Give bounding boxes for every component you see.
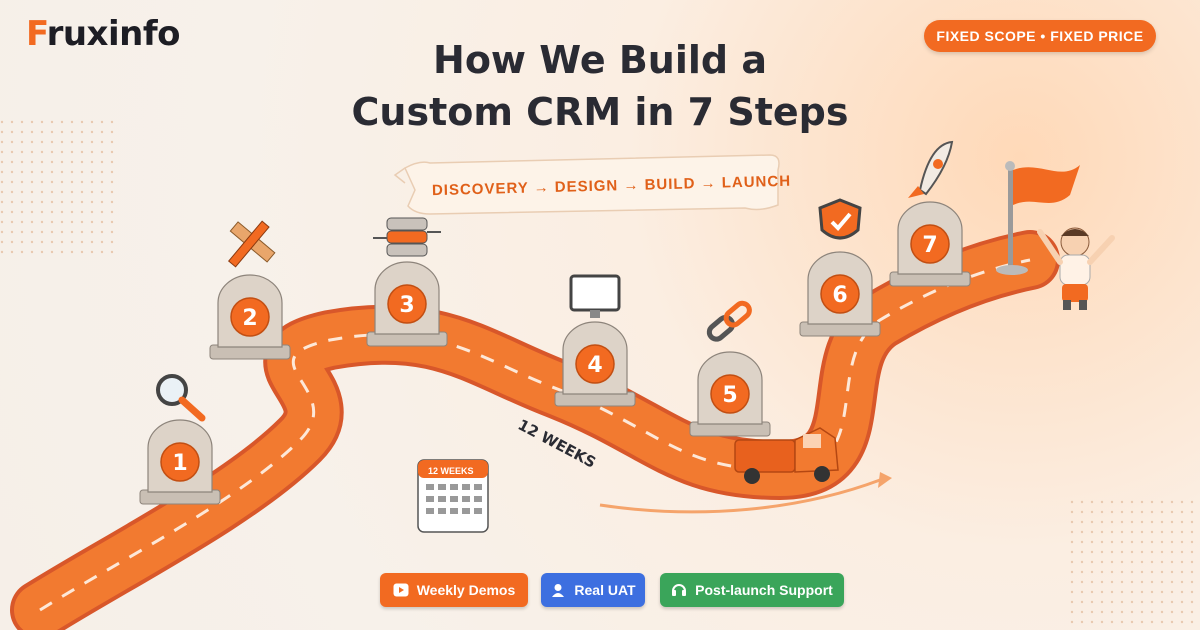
step-7: 7 bbox=[889, 140, 971, 287]
post-launch-support-label: Post-launch Support bbox=[695, 582, 833, 598]
step-5: 5 bbox=[689, 300, 771, 437]
weekly-demos-pill: Weekly Demos bbox=[380, 573, 528, 607]
step-number: 2 bbox=[242, 306, 257, 331]
step-number: 4 bbox=[587, 353, 602, 378]
step-2: 2 bbox=[209, 220, 291, 360]
database-icon bbox=[373, 217, 441, 257]
magnifier-icon bbox=[156, 374, 206, 422]
weekly-demos-label: Weekly Demos bbox=[416, 582, 516, 598]
step-number: 5 bbox=[722, 383, 737, 408]
real-uat-pill: Real UAT bbox=[541, 573, 645, 607]
monitor-icon bbox=[569, 274, 621, 318]
steps-layer: 1 2 3 4 5 6 7 bbox=[139, 140, 971, 505]
step-number: 7 bbox=[922, 233, 937, 258]
celebrating-person bbox=[1037, 227, 1115, 310]
title-line-1: How We Build a bbox=[433, 38, 767, 82]
dot-pattern-left bbox=[0, 120, 120, 260]
real-uat-label: Real UAT bbox=[574, 582, 636, 598]
road bbox=[10, 230, 1060, 630]
truck-icon bbox=[734, 427, 839, 484]
play-icon bbox=[393, 582, 409, 598]
step-6: 6 bbox=[799, 198, 881, 337]
step-number: 3 bbox=[399, 293, 414, 318]
post-launch-support-pill: Post-launch Support bbox=[660, 573, 844, 607]
finish-flag-icon bbox=[996, 161, 1080, 275]
shield-check-icon bbox=[818, 198, 862, 240]
progress-arrow bbox=[599, 478, 881, 514]
step-1: 1 bbox=[139, 374, 221, 505]
page-title: How We Build a Custom CRM in 7 Steps bbox=[300, 34, 900, 138]
step-number: 6 bbox=[832, 283, 847, 308]
progress-arrow-head bbox=[878, 472, 892, 488]
calendar-label: 12 WEEKS bbox=[428, 466, 474, 476]
fixed-scope-badge: FIXED SCOPE • FIXED PRICE bbox=[924, 20, 1156, 52]
rocket-icon bbox=[908, 140, 954, 198]
step-number: 1 bbox=[172, 451, 187, 476]
title-line-2: Custom CRM in 7 Steps bbox=[351, 90, 849, 134]
pencil-ruler-icon bbox=[227, 220, 276, 268]
calendar-icon: 12 WEEKS bbox=[417, 459, 489, 533]
dot-pattern-right bbox=[1070, 500, 1200, 630]
headset-icon bbox=[671, 582, 687, 598]
brand-logo-mark: F bbox=[26, 14, 47, 54]
user-icon bbox=[550, 582, 566, 598]
chain-link-icon bbox=[706, 300, 752, 342]
step-4: 4 bbox=[554, 274, 636, 407]
brand-logo[interactable]: Fruxinfo bbox=[26, 14, 180, 54]
process-ribbon: DISCOVERY → DESIGN → BUILD → LAUNCH bbox=[393, 154, 791, 215]
brand-logo-text: ruxinfo bbox=[46, 14, 181, 54]
step-3: 3 bbox=[366, 217, 448, 347]
